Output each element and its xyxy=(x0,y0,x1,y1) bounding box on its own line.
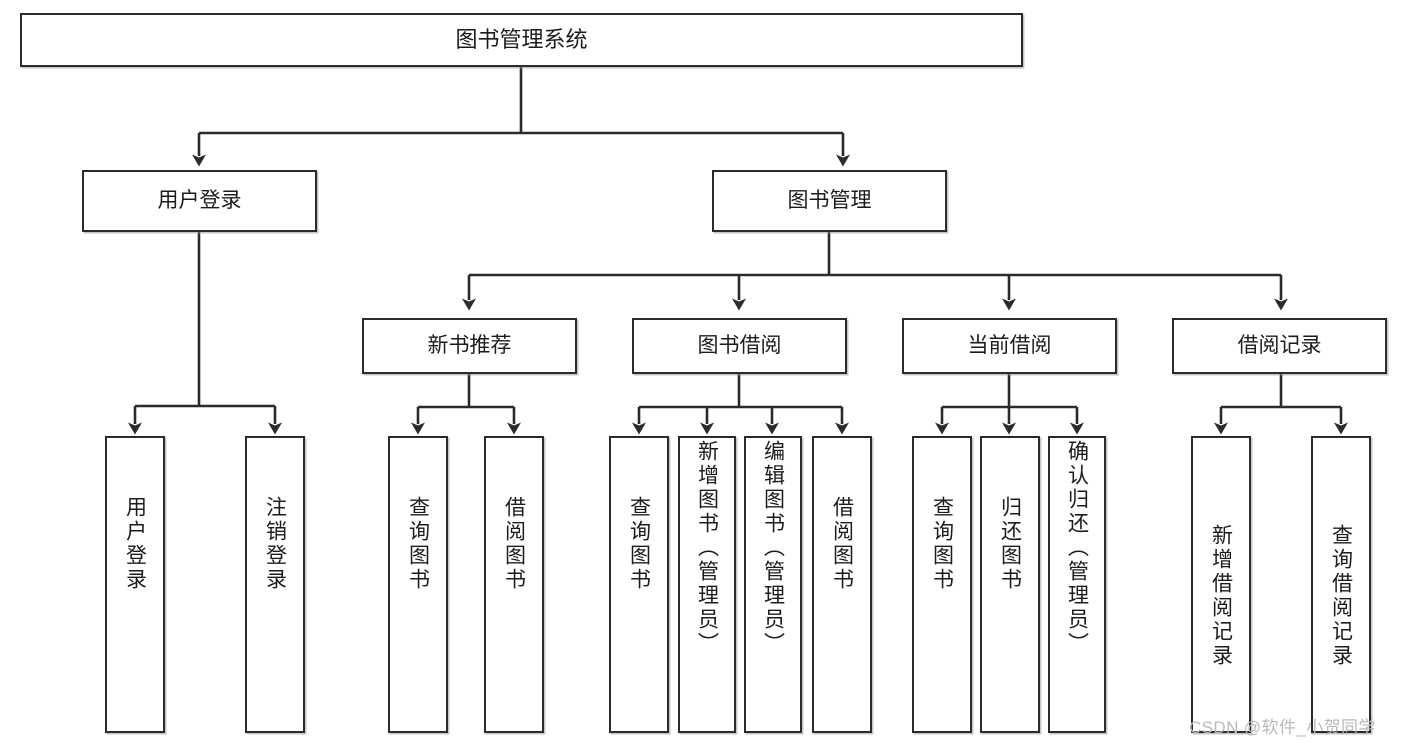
leaf-borrow-book[interactable]: 借阅图书 xyxy=(812,436,872,733)
node-label: 编辑图书（管理员） xyxy=(761,440,785,656)
leaf-edit-book-admin[interactable]: 编辑图书（管理员） xyxy=(744,436,802,733)
node-label: 借阅图书 xyxy=(830,496,854,592)
node-label: 图书管理 xyxy=(787,188,872,212)
node-label: 查询借阅记录 xyxy=(1329,524,1353,668)
node-label: 新书推荐 xyxy=(427,333,512,357)
node-label: 用户登录 xyxy=(123,496,147,592)
node-label: 图书借阅 xyxy=(697,333,782,357)
node-label: 注销登录 xyxy=(263,496,287,592)
node-label: 查询图书 xyxy=(406,496,430,592)
node-label: 借阅图书 xyxy=(502,496,526,592)
leaf-user-login[interactable]: 用户登录 xyxy=(105,436,165,733)
node-label: 新增图书（管理员） xyxy=(695,440,719,656)
node-book-borrow[interactable]: 图书借阅 xyxy=(632,318,847,374)
node-borrow-record[interactable]: 借阅记录 xyxy=(1172,318,1387,374)
leaf-confirm-return-admin[interactable]: 确认归还（管理员） xyxy=(1048,436,1106,733)
leaf-query-book-recommend[interactable]: 查询图书 xyxy=(388,436,448,733)
leaf-query-book-borrow[interactable]: 查询图书 xyxy=(609,436,669,733)
node-label: 图书管理系统 xyxy=(455,27,588,53)
leaf-user-logout[interactable]: 注销登录 xyxy=(245,436,305,733)
node-label: 用户登录 xyxy=(157,188,242,212)
watermark-text: CSDN @软件_小贺同学 xyxy=(1189,718,1376,737)
leaf-add-borrow-record[interactable]: 新增借阅记录 xyxy=(1191,436,1251,733)
leaf-query-book-current[interactable]: 查询图书 xyxy=(912,436,972,733)
node-label: 当前借阅 xyxy=(967,333,1052,357)
leaf-borrow-book-recommend[interactable]: 借阅图书 xyxy=(484,436,544,733)
node-user-login[interactable]: 用户登录 xyxy=(82,170,317,232)
node-book-management[interactable]: 图书管理 xyxy=(712,170,947,232)
leaf-return-book[interactable]: 归还图书 xyxy=(980,436,1040,733)
node-current-borrow[interactable]: 当前借阅 xyxy=(902,318,1117,374)
node-label: 归还图书 xyxy=(998,496,1022,592)
node-label: 查询图书 xyxy=(627,496,651,592)
node-label: 查询图书 xyxy=(930,496,954,592)
node-root-system[interactable]: 图书管理系统 xyxy=(20,13,1023,67)
node-new-book-recommend[interactable]: 新书推荐 xyxy=(362,318,577,374)
leaf-add-book-admin[interactable]: 新增图书（管理员） xyxy=(678,436,736,733)
node-label: 确认归还（管理员） xyxy=(1065,440,1089,656)
node-label: 新增借阅记录 xyxy=(1209,524,1233,668)
node-label: 借阅记录 xyxy=(1237,333,1322,357)
leaf-query-borrow-record[interactable]: 查询借阅记录 xyxy=(1311,436,1371,733)
